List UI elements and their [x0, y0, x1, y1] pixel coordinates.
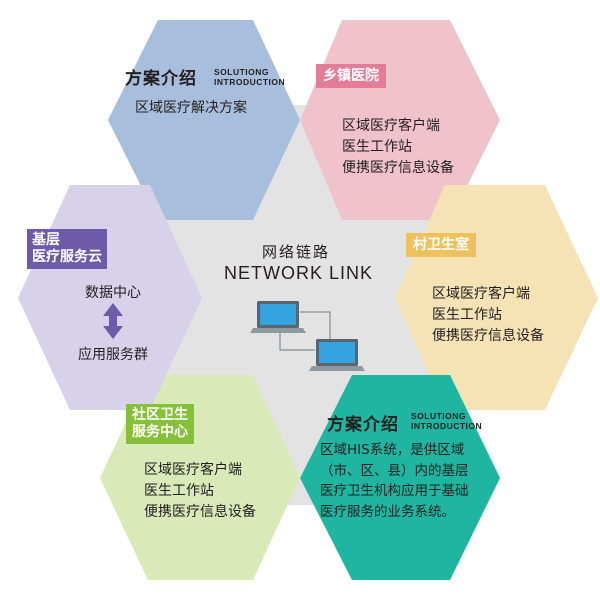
- bottom-right-body: 区域HIS系统，是供区域 （市、区、县）内的基层 医疗卫生机构应用于基础 医疗服…: [320, 440, 469, 522]
- top-left-title: 方案介绍: [125, 69, 197, 89]
- tag-line: 医疗服务云: [32, 249, 102, 265]
- subtitle-line: SOLUTIONG: [214, 67, 270, 77]
- tag-line: 服务中心: [132, 424, 188, 440]
- subtitle-line: INTRODUCTION: [214, 77, 286, 87]
- right-tag: 村卫生室: [406, 233, 476, 257]
- left-tag: 基层 医疗服务云: [27, 229, 107, 269]
- body-line: 区域医疗客户端: [432, 286, 530, 302]
- bottom-right-hexagon: [300, 375, 500, 580]
- computer-icon: [250, 301, 306, 333]
- double-arrow-icon: [103, 303, 123, 339]
- body-line: 区域医疗解决方案: [135, 100, 247, 116]
- bottom-right-title: 方案介绍: [327, 415, 399, 435]
- computer-icon: [309, 339, 365, 371]
- top-right-body: 区域医疗客户端 医生工作站 便携医疗信息设备: [342, 116, 454, 179]
- body-line: 区域HIS系统，是供区域: [320, 442, 465, 458]
- body-line: （市、区、县）内的基层: [320, 462, 469, 479]
- data-center-label: 数据中心: [85, 285, 141, 301]
- right-body: 区域医疗客户端 医生工作站 便携医疗信息设备: [432, 284, 544, 347]
- bottom-left-tag: 社区卫生 服务中心: [126, 404, 194, 444]
- top-left-subtitle: SOLUTIONG INTRODUCTION: [214, 67, 285, 87]
- tag-line: 基层: [32, 232, 60, 248]
- tag-line: 社区卫生: [132, 407, 188, 423]
- center-title-cn: 网络链路: [262, 243, 331, 261]
- top-left-body: 区域医疗解决方案: [135, 98, 247, 119]
- body-line: 区域医疗客户端: [342, 118, 440, 134]
- network-link-line: [279, 325, 315, 351]
- body-line: 便携医疗信息设备: [432, 328, 544, 344]
- body-line: 医疗服务的业务系统。: [320, 503, 455, 520]
- body-line: 医生工作站: [432, 307, 502, 323]
- body-line: 医生工作站: [342, 139, 412, 155]
- body-line: 便携医疗信息设备: [342, 160, 454, 176]
- network-link-line: [300, 311, 331, 340]
- subtitle-line: INTRODUCTION: [411, 421, 483, 431]
- app-server-group-label: 应用服务群: [78, 347, 148, 363]
- body-line: 区域医疗客户端: [144, 462, 242, 478]
- top-right-tag: 乡镇医院: [316, 64, 386, 88]
- body-line: 医疗卫生机构应用于基础: [320, 483, 469, 499]
- bottom-left-body: 区域医疗客户端 医生工作站 便携医疗信息设备: [144, 460, 256, 523]
- body-line: 便携医疗信息设备: [144, 504, 256, 520]
- top-left-hexagon: [108, 20, 300, 220]
- center-title-en: NETWORK LINK: [224, 263, 374, 283]
- bottom-right-subtitle: SOLUTIONG INTRODUCTION: [411, 411, 482, 431]
- body-line: 医生工作站: [144, 483, 214, 499]
- subtitle-line: SOLUTIONG: [411, 411, 467, 421]
